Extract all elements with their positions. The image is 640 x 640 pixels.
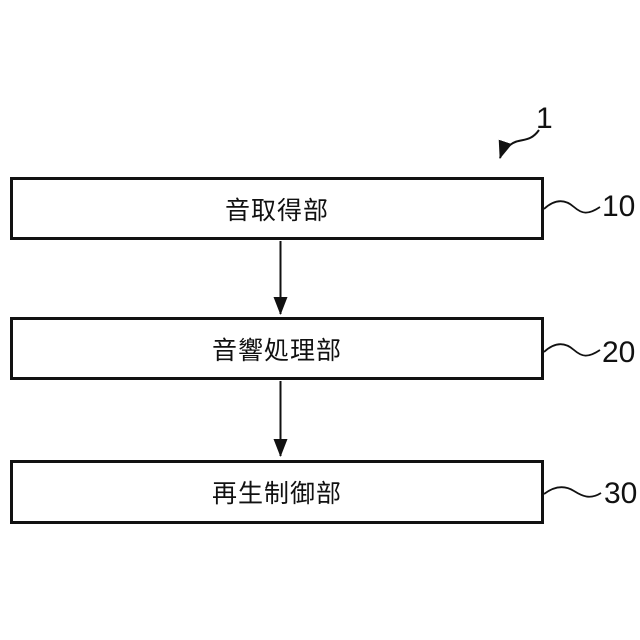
- leader-line-10-icon: [543, 200, 601, 214]
- ref-1-pointer-arrow-icon: [498, 129, 540, 159]
- reference-numeral-30: 30: [604, 477, 638, 510]
- reference-numeral-20: 20: [602, 336, 636, 369]
- box-acoustic-processing-label: 音響処理部: [211, 336, 342, 365]
- box-sound-acquisition-unit: 音取得部: [10, 177, 544, 240]
- leader-line-30-icon: [543, 486, 602, 498]
- reference-numeral-10: 10: [602, 190, 636, 223]
- box-playback-control-label: 再生制御部: [211, 480, 342, 508]
- box-sound-acquisition-label: 音取得部: [224, 196, 329, 225]
- reference-numeral-system: 1: [536, 102, 553, 135]
- box-playback-control-unit: 再生制御部: [10, 460, 544, 524]
- leader-line-20-icon: [543, 343, 601, 357]
- box-acoustic-processing-unit: 音響処理部: [10, 317, 544, 380]
